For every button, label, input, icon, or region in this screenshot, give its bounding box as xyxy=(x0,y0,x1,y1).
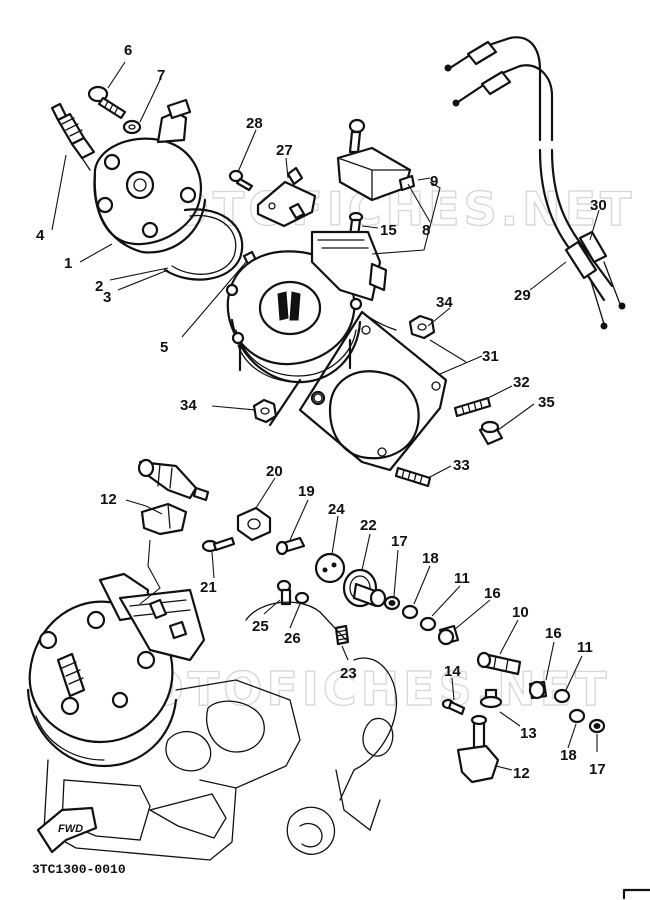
fwd-label: FWD xyxy=(58,823,83,835)
callout-35: 35 xyxy=(538,394,555,411)
callout-17-lower: 17 xyxy=(589,761,606,778)
callout-5: 5 xyxy=(160,339,168,356)
stud-32 xyxy=(453,396,492,418)
callout-12-lower: 12 xyxy=(513,765,530,782)
cylinder-head xyxy=(93,98,207,254)
callout-31: 31 xyxy=(482,348,499,365)
callout-22: 22 xyxy=(360,517,377,534)
callout-10: 10 xyxy=(512,604,529,621)
bracket xyxy=(256,166,317,228)
leader-lines xyxy=(51,61,600,771)
callout-4: 4 xyxy=(36,227,45,244)
callout-28: 28 xyxy=(246,115,263,132)
sensor-unit xyxy=(336,146,416,202)
callouts: 4 1 2 3 5 6 7 28 27 9 8 15 30 29 34 31 3… xyxy=(36,42,607,782)
callout-13: 13 xyxy=(520,725,537,742)
washer-17-upper xyxy=(383,595,401,611)
head-gasket-ring xyxy=(163,208,244,281)
callout-14: 14 xyxy=(444,663,461,680)
callout-18-lower: 18 xyxy=(560,747,577,764)
cylinder xyxy=(225,230,388,427)
pin-19 xyxy=(275,536,306,556)
callout-24: 24 xyxy=(328,501,345,518)
fwd-arrow: FWD xyxy=(36,806,98,854)
callout-34-lower: 34 xyxy=(180,397,197,414)
nut-34-upper xyxy=(408,314,436,340)
disc-24 xyxy=(314,552,346,584)
washer-11-upper xyxy=(419,616,437,632)
callout-34-upper: 34 xyxy=(436,294,453,311)
nut-34-lower xyxy=(252,398,278,424)
washer-26 xyxy=(294,591,310,605)
callout-25: 25 xyxy=(252,618,269,635)
washer-17-lower xyxy=(588,718,606,734)
spark-plug xyxy=(50,102,96,171)
valve-lever-upper xyxy=(140,502,188,536)
washer-18-upper xyxy=(401,604,419,620)
callout-30: 30 xyxy=(590,197,607,214)
bolt-14 xyxy=(441,698,466,716)
callout-2: 2 xyxy=(95,278,103,295)
stud-33 xyxy=(394,466,432,488)
callout-17-upper: 17 xyxy=(391,533,408,550)
callout-12-upper: 12 xyxy=(100,491,117,508)
callout-26: 26 xyxy=(284,630,301,647)
throttle-cables xyxy=(444,36,626,330)
washer-11-lower xyxy=(553,688,571,704)
callout-8: 8 xyxy=(422,222,430,239)
assembled-engine-view xyxy=(26,572,398,861)
callout-3: 3 xyxy=(103,289,111,306)
callout-27: 27 xyxy=(276,142,293,159)
cylinder-base-gasket xyxy=(298,310,448,472)
head-bolt xyxy=(87,85,127,120)
callout-11-lower: 11 xyxy=(577,639,593,656)
valve-rod-assembly xyxy=(137,458,210,502)
callout-21: 21 xyxy=(200,579,217,596)
callout-29: 29 xyxy=(514,287,531,304)
callout-19: 19 xyxy=(298,483,315,500)
callout-16-lower: 16 xyxy=(545,625,562,642)
bushing-16-lower xyxy=(528,680,548,700)
drawing-code: 3TC1300-0010 xyxy=(32,862,126,877)
callout-11-upper: 11 xyxy=(454,570,470,587)
callout-18-upper: 18 xyxy=(422,550,439,567)
valve-holder-20 xyxy=(236,506,272,542)
screw-21 xyxy=(201,536,236,553)
callout-16-upper: 16 xyxy=(484,585,501,602)
valve-shaft-10 xyxy=(476,651,522,709)
callout-20: 20 xyxy=(266,463,283,480)
callout-1: 1 xyxy=(64,255,72,272)
sensor-bolt xyxy=(348,118,366,154)
bushing-16-upper xyxy=(437,624,460,646)
callout-32: 32 xyxy=(513,374,530,391)
screw-25 xyxy=(276,579,292,606)
callout-6: 6 xyxy=(124,42,132,59)
callout-33: 33 xyxy=(453,457,470,474)
washer-7 xyxy=(122,119,142,135)
callout-7: 7 xyxy=(157,67,165,84)
callout-9: 9 xyxy=(430,173,438,190)
washer-18-lower xyxy=(568,708,586,724)
callout-15: 15 xyxy=(380,222,397,239)
pulley-22 xyxy=(342,568,387,608)
callout-23: 23 xyxy=(340,665,357,682)
valve-lever-lower xyxy=(456,714,500,784)
bracket-bolt xyxy=(228,169,254,192)
cap-nut-35 xyxy=(478,420,504,446)
corner-mark xyxy=(622,888,650,900)
